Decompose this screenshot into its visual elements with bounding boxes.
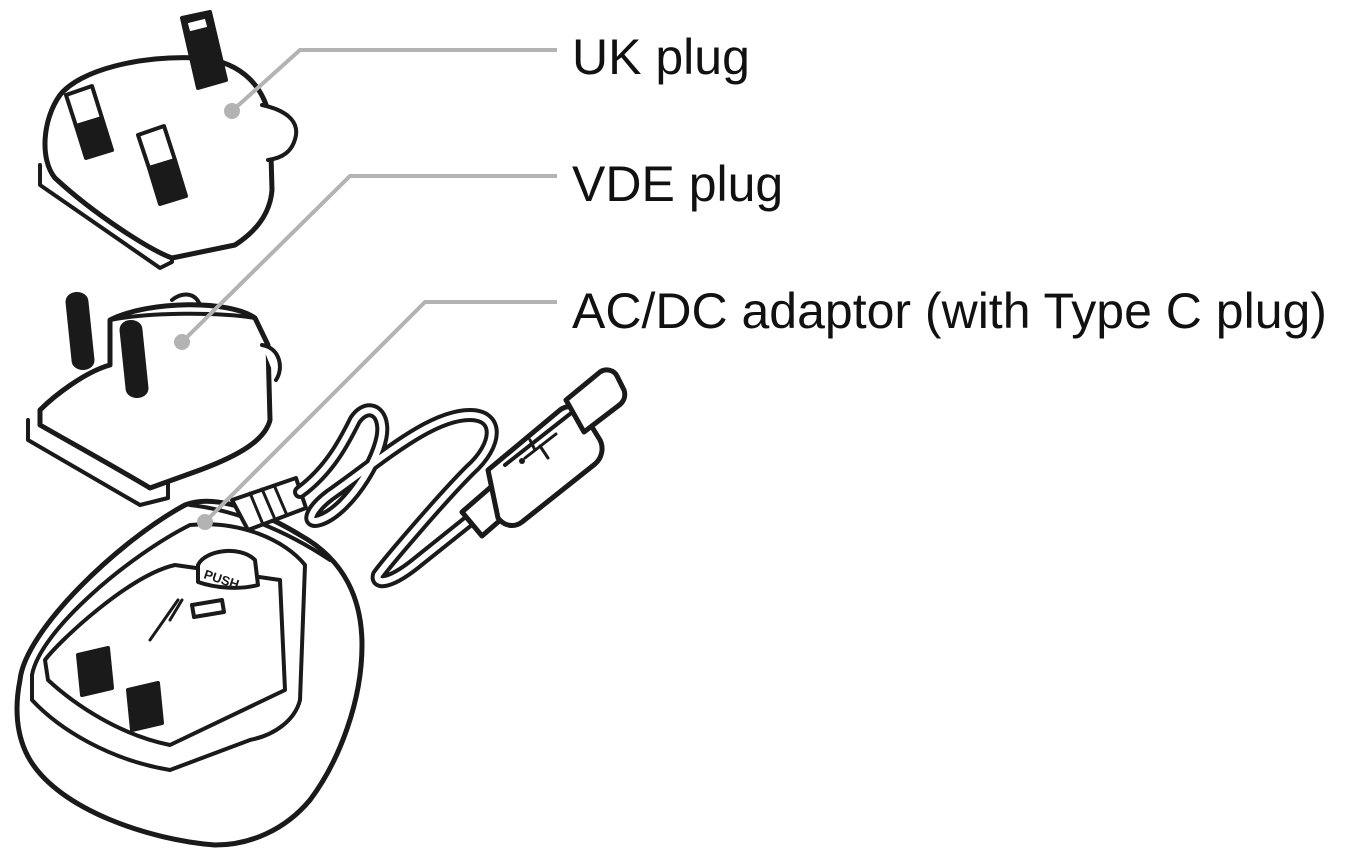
usb-cable: [293, 403, 499, 589]
vde-plug-label: VDE plug: [572, 156, 784, 212]
leader-vde: [180, 174, 557, 344]
leader-adaptor: [203, 300, 557, 524]
ac-dc-adaptor: PUSH: [14, 476, 365, 848]
leader-adaptor-dot: [197, 514, 213, 530]
uk-plug: [38, 10, 299, 270]
leader-vde-dot: [174, 334, 190, 350]
vde-plug: [26, 292, 282, 507]
uk-plug-label: UK plug: [572, 29, 750, 85]
adaptor-label: AC/DC adaptor (with Type C plug): [572, 283, 1327, 339]
leader-lines: [174, 48, 557, 530]
leader-uk-dot: [224, 103, 240, 119]
type-c-connector: [459, 367, 628, 539]
leader-uk: [230, 48, 557, 113]
